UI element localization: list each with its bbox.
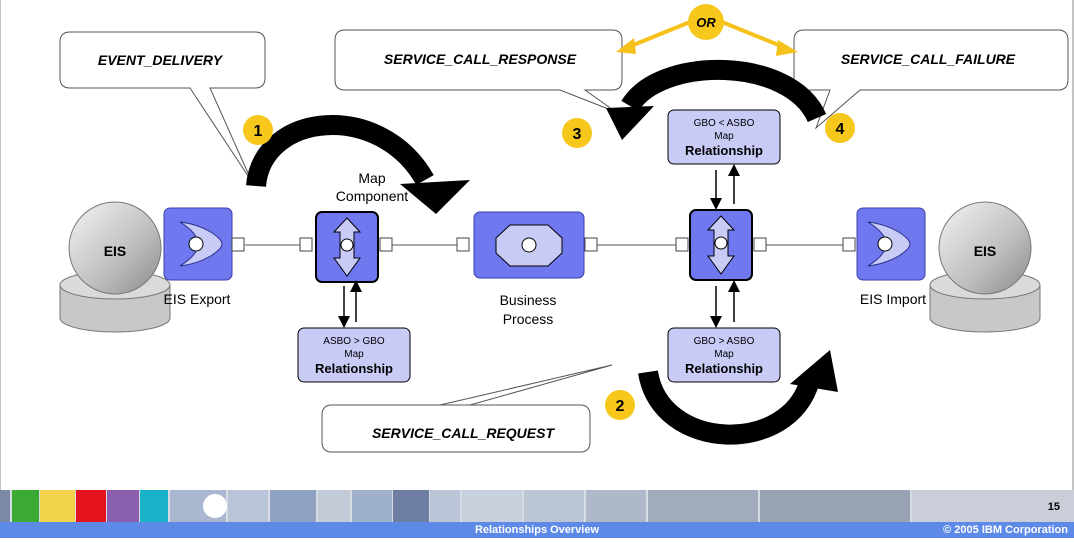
footer-title: Relationships Overview (474, 524, 600, 536)
relationship-gbo-lt-asbo[interactable] (667, 109, 781, 165)
relationship-gbo-gt-asbo[interactable] (667, 327, 781, 383)
business-process-icon[interactable] (456, 211, 598, 279)
rel-gbo-lt-asbo-title: Relationship (685, 143, 763, 158)
step-4-label: 4 (836, 121, 845, 138)
eis-export-icon[interactable] (163, 207, 245, 281)
eis-right-label: EIS (974, 243, 997, 259)
relationship-asbo-gbo[interactable] (297, 327, 411, 383)
step-1-label: 1 (254, 123, 263, 140)
map-component-label-line2: Component (336, 188, 408, 204)
business-process-label-line1: Business (500, 292, 557, 308)
flow-arrow-1 (246, 115, 434, 188)
callout-service-call-response-text: SERVICE_CALL_RESPONSE (384, 51, 577, 67)
rel-asbo-gbo-line2: Map (344, 349, 364, 360)
callout-service-call-failure-text: SERVICE_CALL_FAILURE (841, 51, 1016, 67)
eis-export-label: EIS Export (164, 291, 231, 307)
eis-left[interactable] (59, 201, 171, 333)
rel-gbo-lt-asbo-line2: Map (714, 131, 734, 142)
business-process-label-line2: Process (503, 311, 554, 327)
callout-event-delivery (59, 31, 266, 183)
callout-service-call-request (321, 364, 613, 453)
rel-asbo-gbo-line1: ASBO > GBO (323, 336, 385, 347)
rel-gbo-gt-asbo-line2: Map (714, 349, 734, 360)
flow-arrow-3-head (606, 106, 654, 140)
rel-asbo-gbo-title: Relationship (315, 361, 393, 376)
page-number: 15 (1047, 501, 1060, 513)
callout-service-call-failure (793, 29, 1069, 130)
flow-arrow-1-head (400, 180, 470, 214)
step-2-label: 2 (616, 398, 625, 415)
step-1-marker (243, 115, 273, 145)
eis-right[interactable] (929, 201, 1041, 333)
rel-gbo-gt-asbo-line1: GBO > ASBO (694, 336, 755, 347)
callout-service-call-request-text: SERVICE_CALL_REQUEST (372, 425, 555, 441)
rel-gbo-lt-asbo-line1: GBO < ASBO (694, 118, 755, 129)
or-connector (616, 4, 798, 56)
callout-service-call-response (334, 29, 623, 113)
map-component-label-line1: Map (358, 170, 385, 186)
or-label: OR (696, 15, 716, 30)
footer-copyright: © 2005 IBM Corporation (943, 524, 1068, 536)
eis-import-icon[interactable] (842, 207, 926, 281)
flow-arrow-3 (621, 60, 827, 123)
step-4-marker (825, 113, 855, 143)
step-3-label: 3 (573, 126, 582, 143)
flow-arrow-2 (638, 369, 820, 445)
callout-event-delivery-text: EVENT_DELIVERY (98, 52, 224, 68)
step-3-marker (562, 118, 592, 148)
rel-gbo-gt-asbo-title: Relationship (685, 361, 763, 376)
footer-banner (0, 490, 1074, 538)
map-component-right[interactable] (675, 209, 767, 281)
flow-arrow-2-head (790, 350, 838, 392)
eis-left-label: EIS (104, 243, 127, 259)
map-component-left[interactable] (299, 211, 393, 283)
step-2-marker (605, 390, 635, 420)
eis-import-label: EIS Import (860, 291, 926, 307)
